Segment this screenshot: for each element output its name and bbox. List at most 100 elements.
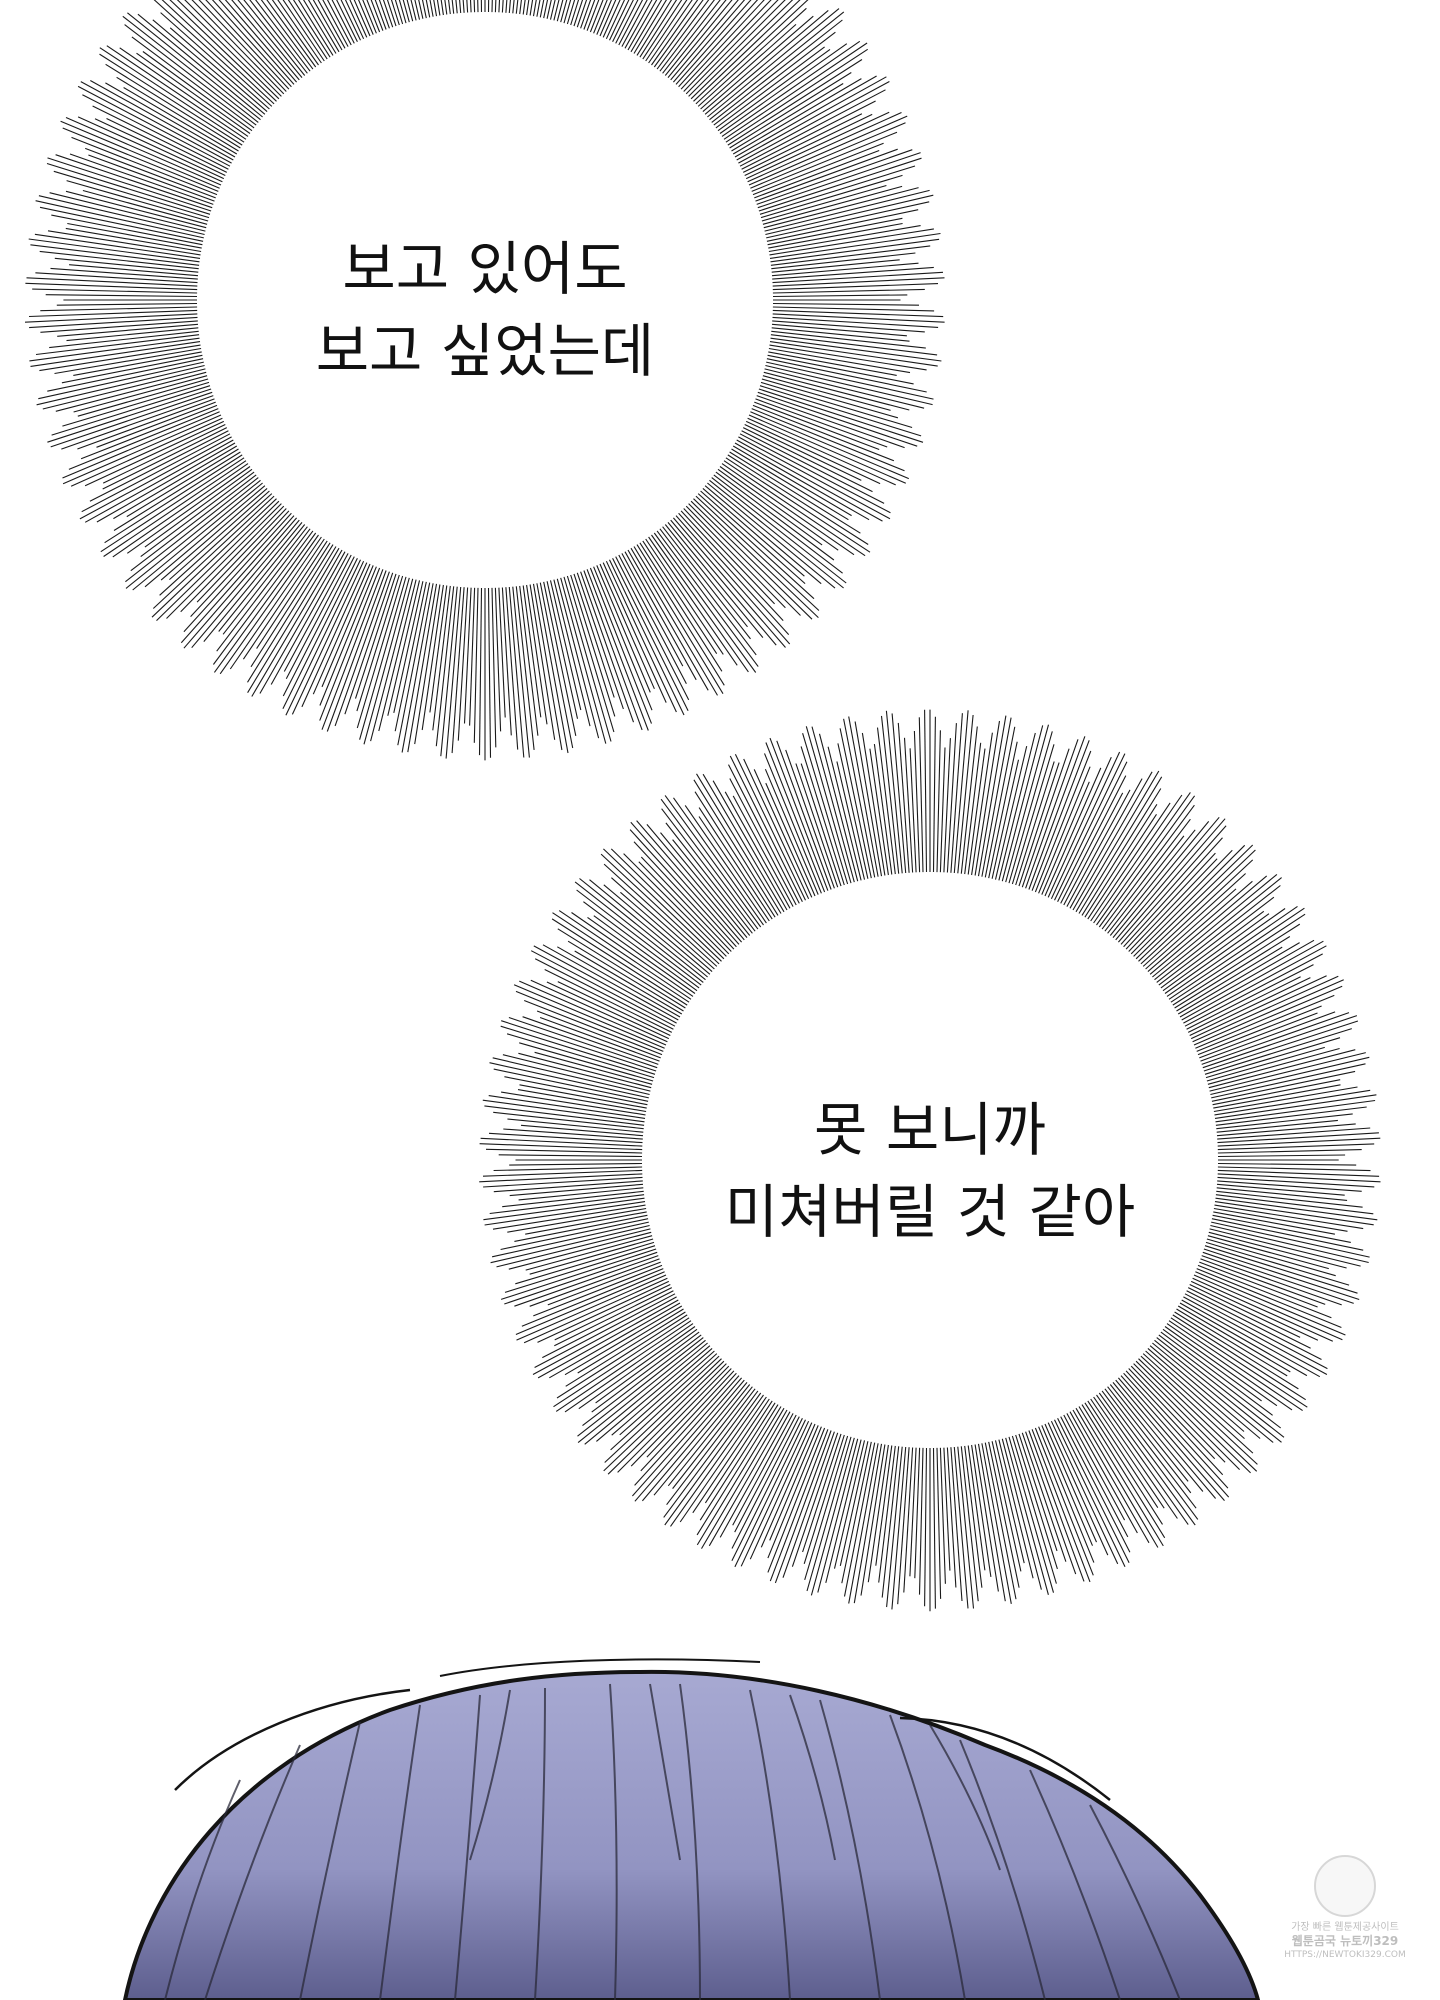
burst-line — [1008, 731, 1053, 884]
burst-line — [1066, 789, 1131, 907]
burst-line — [1176, 1308, 1288, 1377]
burst-line — [621, 553, 684, 667]
burst-line — [1166, 1323, 1293, 1411]
burst-line — [612, 0, 634, 43]
burst-line — [839, 1441, 869, 1567]
hair-strand — [204, 1744, 301, 2000]
burst-line — [627, 549, 709, 691]
burst-line — [693, 0, 801, 102]
burst-line — [45, 294, 198, 298]
burst-line — [667, 0, 733, 78]
burst-line — [362, 0, 377, 34]
burst-line — [159, 493, 273, 596]
bubble-2-line-2: 미쳐버릴 것 같아 — [724, 1178, 1136, 1246]
burst-line — [546, 981, 670, 1040]
burst-line — [520, 1124, 644, 1137]
burst-line — [125, 477, 259, 583]
burst-line — [881, 1446, 900, 1598]
burst-line — [534, 1293, 676, 1368]
burst-line — [617, 1363, 727, 1473]
burst-line — [974, 720, 1001, 876]
burst-line — [998, 1439, 1034, 1579]
burst-line — [105, 82, 236, 158]
burst-line — [354, 573, 397, 699]
burst-line — [610, 1353, 718, 1451]
burst-line — [546, 581, 579, 719]
burst-line — [791, 1432, 839, 1567]
burst-line — [605, 0, 626, 40]
burst-line — [974, 1444, 999, 1592]
burst-line — [519, 585, 539, 736]
burst-line — [558, 910, 692, 1000]
burst-line — [82, 94, 229, 170]
burst-line — [772, 309, 944, 318]
burst-line — [515, 990, 664, 1052]
burst-line — [382, 0, 394, 28]
burst-line — [611, 877, 715, 970]
burst-line — [1123, 837, 1223, 948]
burst-line — [307, 0, 340, 53]
burst-line — [878, 1445, 896, 1583]
burst-line — [509, 1183, 644, 1197]
burst-line — [501, 1091, 646, 1116]
burst-line — [1101, 804, 1195, 930]
burst-line — [1203, 1248, 1360, 1301]
burst-line — [918, 1447, 924, 1595]
burst-line — [518, 1052, 652, 1089]
burst-line — [595, 1328, 698, 1404]
burst-line — [1192, 975, 1339, 1043]
burst-line — [38, 361, 204, 400]
burst-line — [659, 0, 715, 72]
burst-line — [769, 1425, 819, 1541]
burst-line — [732, 445, 852, 517]
burst-line — [1200, 1011, 1336, 1062]
burst-line — [65, 227, 202, 253]
burst-line — [1217, 1149, 1362, 1154]
burst-line — [964, 742, 982, 875]
burst-line — [1060, 775, 1127, 904]
burst-line — [25, 282, 198, 291]
burst-line — [932, 716, 936, 873]
burst-line — [1021, 1432, 1067, 1562]
burst-line — [47, 157, 212, 212]
burst-line — [782, 1431, 835, 1578]
burst-line — [1205, 1241, 1350, 1286]
burst-line — [321, 569, 384, 730]
burst-line — [506, 1033, 655, 1079]
burst-line — [549, 580, 582, 711]
burst-line — [621, 0, 648, 47]
burst-line — [106, 118, 226, 176]
burst-line — [479, 1143, 643, 1151]
burst-line — [1093, 1396, 1178, 1519]
burst-line — [282, 0, 325, 62]
burst-line — [421, 584, 444, 731]
burst-line — [249, 0, 308, 74]
burst-line — [1177, 1305, 1291, 1373]
burst-line — [501, 587, 512, 736]
burst-line — [180, 515, 295, 644]
burst-line — [1184, 1293, 1328, 1370]
burst-line — [542, 944, 679, 1021]
burst-line — [897, 1447, 910, 1605]
burst-line — [953, 710, 969, 874]
burst-line — [500, 1248, 657, 1300]
burst-line — [903, 737, 914, 873]
burst-line — [1130, 849, 1233, 955]
burst-line — [103, 460, 247, 557]
burst-line — [1214, 1089, 1371, 1116]
burst-line — [198, 0, 287, 92]
burst-line — [160, 12, 270, 110]
burst-line — [1205, 1037, 1341, 1079]
burst-line — [736, 76, 887, 161]
burst-line — [939, 1447, 946, 1584]
hair-strand — [819, 1699, 881, 2000]
burst-line — [960, 1446, 979, 1602]
burst-line — [750, 411, 910, 480]
burst-line — [833, 1440, 866, 1569]
burst-line — [126, 466, 251, 554]
burst-line — [672, 0, 746, 83]
burst-line — [854, 721, 883, 877]
burst-line — [401, 583, 434, 753]
burst-line — [1200, 1258, 1326, 1305]
burst-line — [604, 1355, 720, 1463]
